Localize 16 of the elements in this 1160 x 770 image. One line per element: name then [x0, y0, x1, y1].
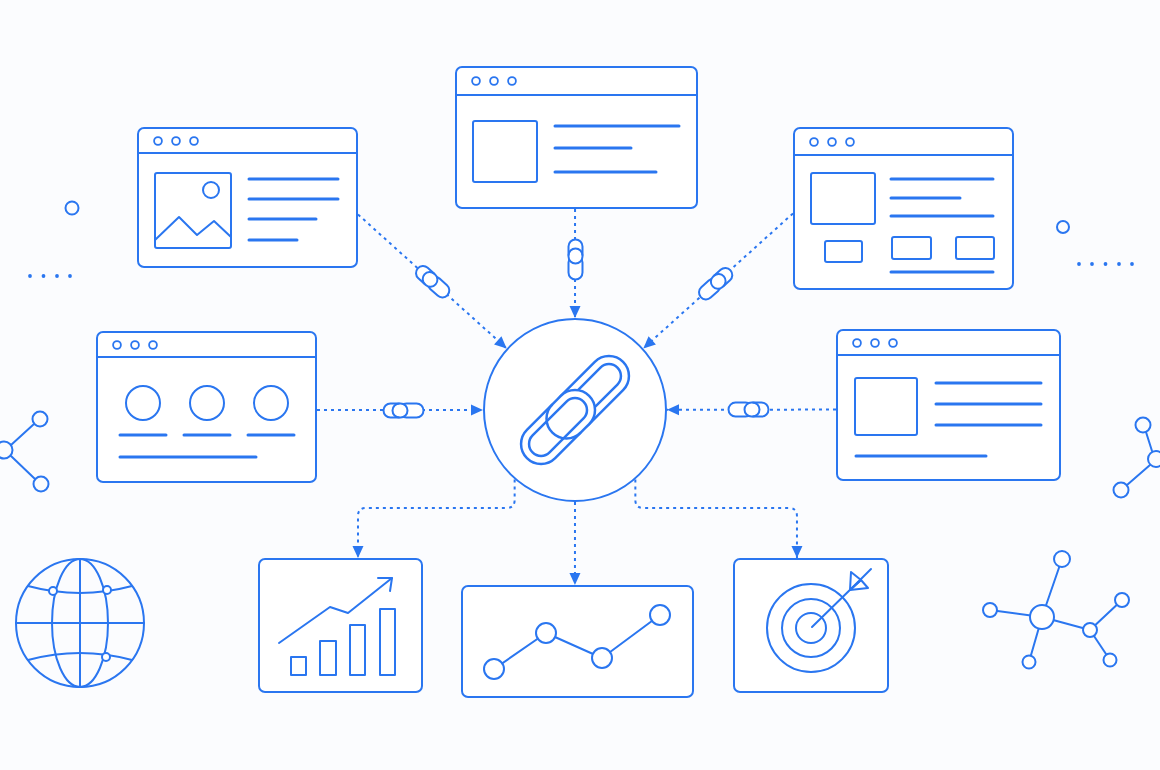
browser-window [836, 329, 1061, 481]
dotted-arrow [352, 478, 516, 559]
browser-window [455, 66, 698, 209]
dotted-arrow [357, 213, 508, 350]
dotted-arrow [569, 208, 581, 319]
browser-window [137, 127, 358, 268]
chart-panel [258, 558, 423, 693]
chart-panel [733, 558, 889, 693]
dotted-arrow [634, 478, 803, 559]
browser-window [96, 331, 317, 483]
dotted-arrow [569, 501, 581, 586]
chart-panel [461, 585, 694, 698]
browser-window [793, 127, 1014, 290]
dotted-arrow [642, 212, 794, 350]
dotted-arrow [666, 404, 837, 416]
dotted-arrow [316, 404, 484, 416]
